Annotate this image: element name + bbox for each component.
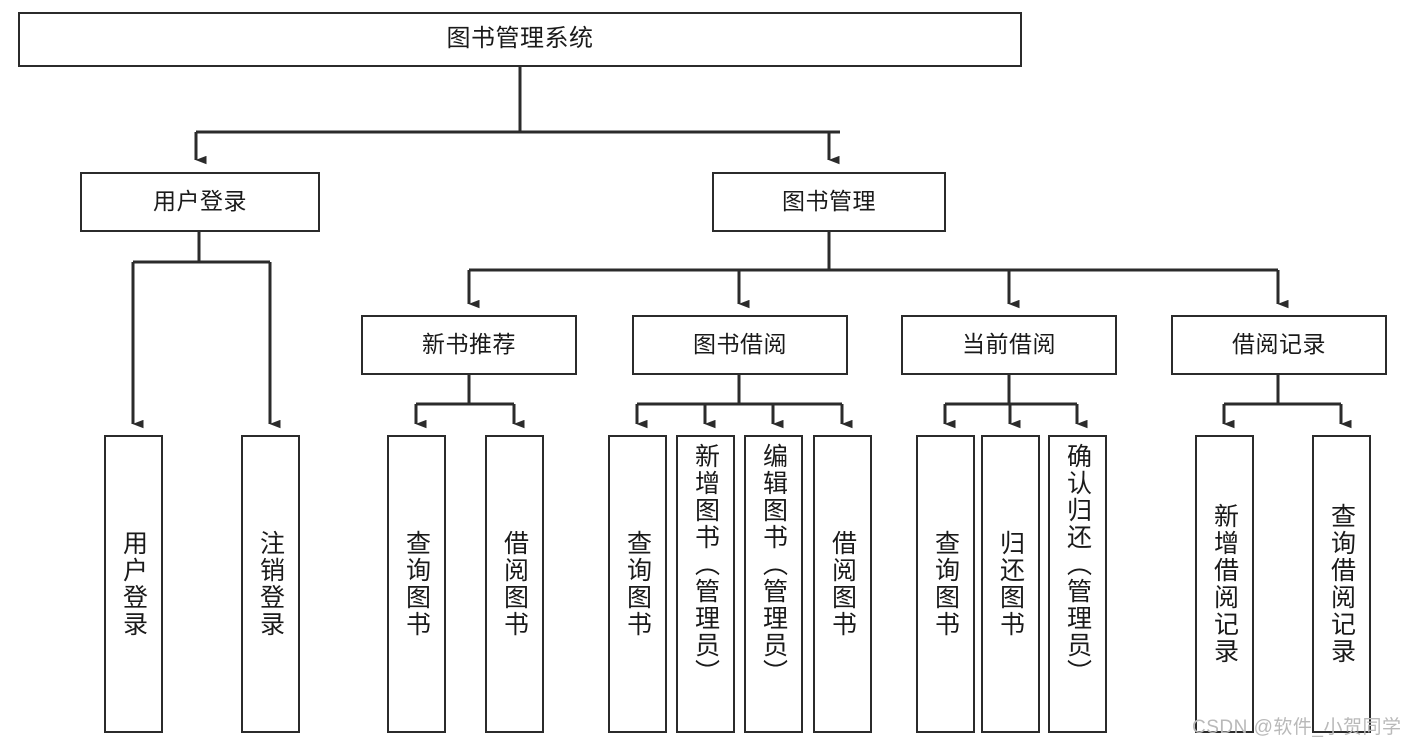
leaf-borrow-query-book[interactable]: 查询图书 bbox=[608, 435, 667, 733]
leaf-record-query-record[interactable]: 查询借阅记录 bbox=[1312, 435, 1371, 733]
node-current-borrow[interactable]: 当前借阅 bbox=[901, 315, 1117, 375]
node-root-system[interactable]: 图书管理系统 bbox=[18, 12, 1022, 67]
leaf-user-login[interactable]: 用户登录 bbox=[104, 435, 163, 733]
leaf-borrow-borrow-book[interactable]: 借阅图书 bbox=[813, 435, 872, 733]
leaf-record-add-record[interactable]: 新增借阅记录 bbox=[1195, 435, 1254, 733]
node-new-book-recommend[interactable]: 新书推荐 bbox=[361, 315, 577, 375]
leaf-current-confirm-return-admin[interactable]: 确认归还（管理员） bbox=[1048, 435, 1107, 733]
leaf-newbook-borrow-book[interactable]: 借阅图书 bbox=[485, 435, 544, 733]
leaf-logout[interactable]: 注销登录 bbox=[241, 435, 300, 733]
node-book-borrow[interactable]: 图书借阅 bbox=[632, 315, 848, 375]
leaf-current-return-book[interactable]: 归还图书 bbox=[981, 435, 1040, 733]
node-borrow-record[interactable]: 借阅记录 bbox=[1171, 315, 1387, 375]
leaf-current-query-book[interactable]: 查询图书 bbox=[916, 435, 975, 733]
node-user-login[interactable]: 用户登录 bbox=[80, 172, 320, 232]
leaf-borrow-add-book-admin[interactable]: 新增图书（管理员） bbox=[676, 435, 735, 733]
leaf-borrow-edit-book-admin[interactable]: 编辑图书（管理员） bbox=[744, 435, 803, 733]
node-book-management[interactable]: 图书管理 bbox=[712, 172, 946, 232]
leaf-newbook-query-book[interactable]: 查询图书 bbox=[387, 435, 446, 733]
